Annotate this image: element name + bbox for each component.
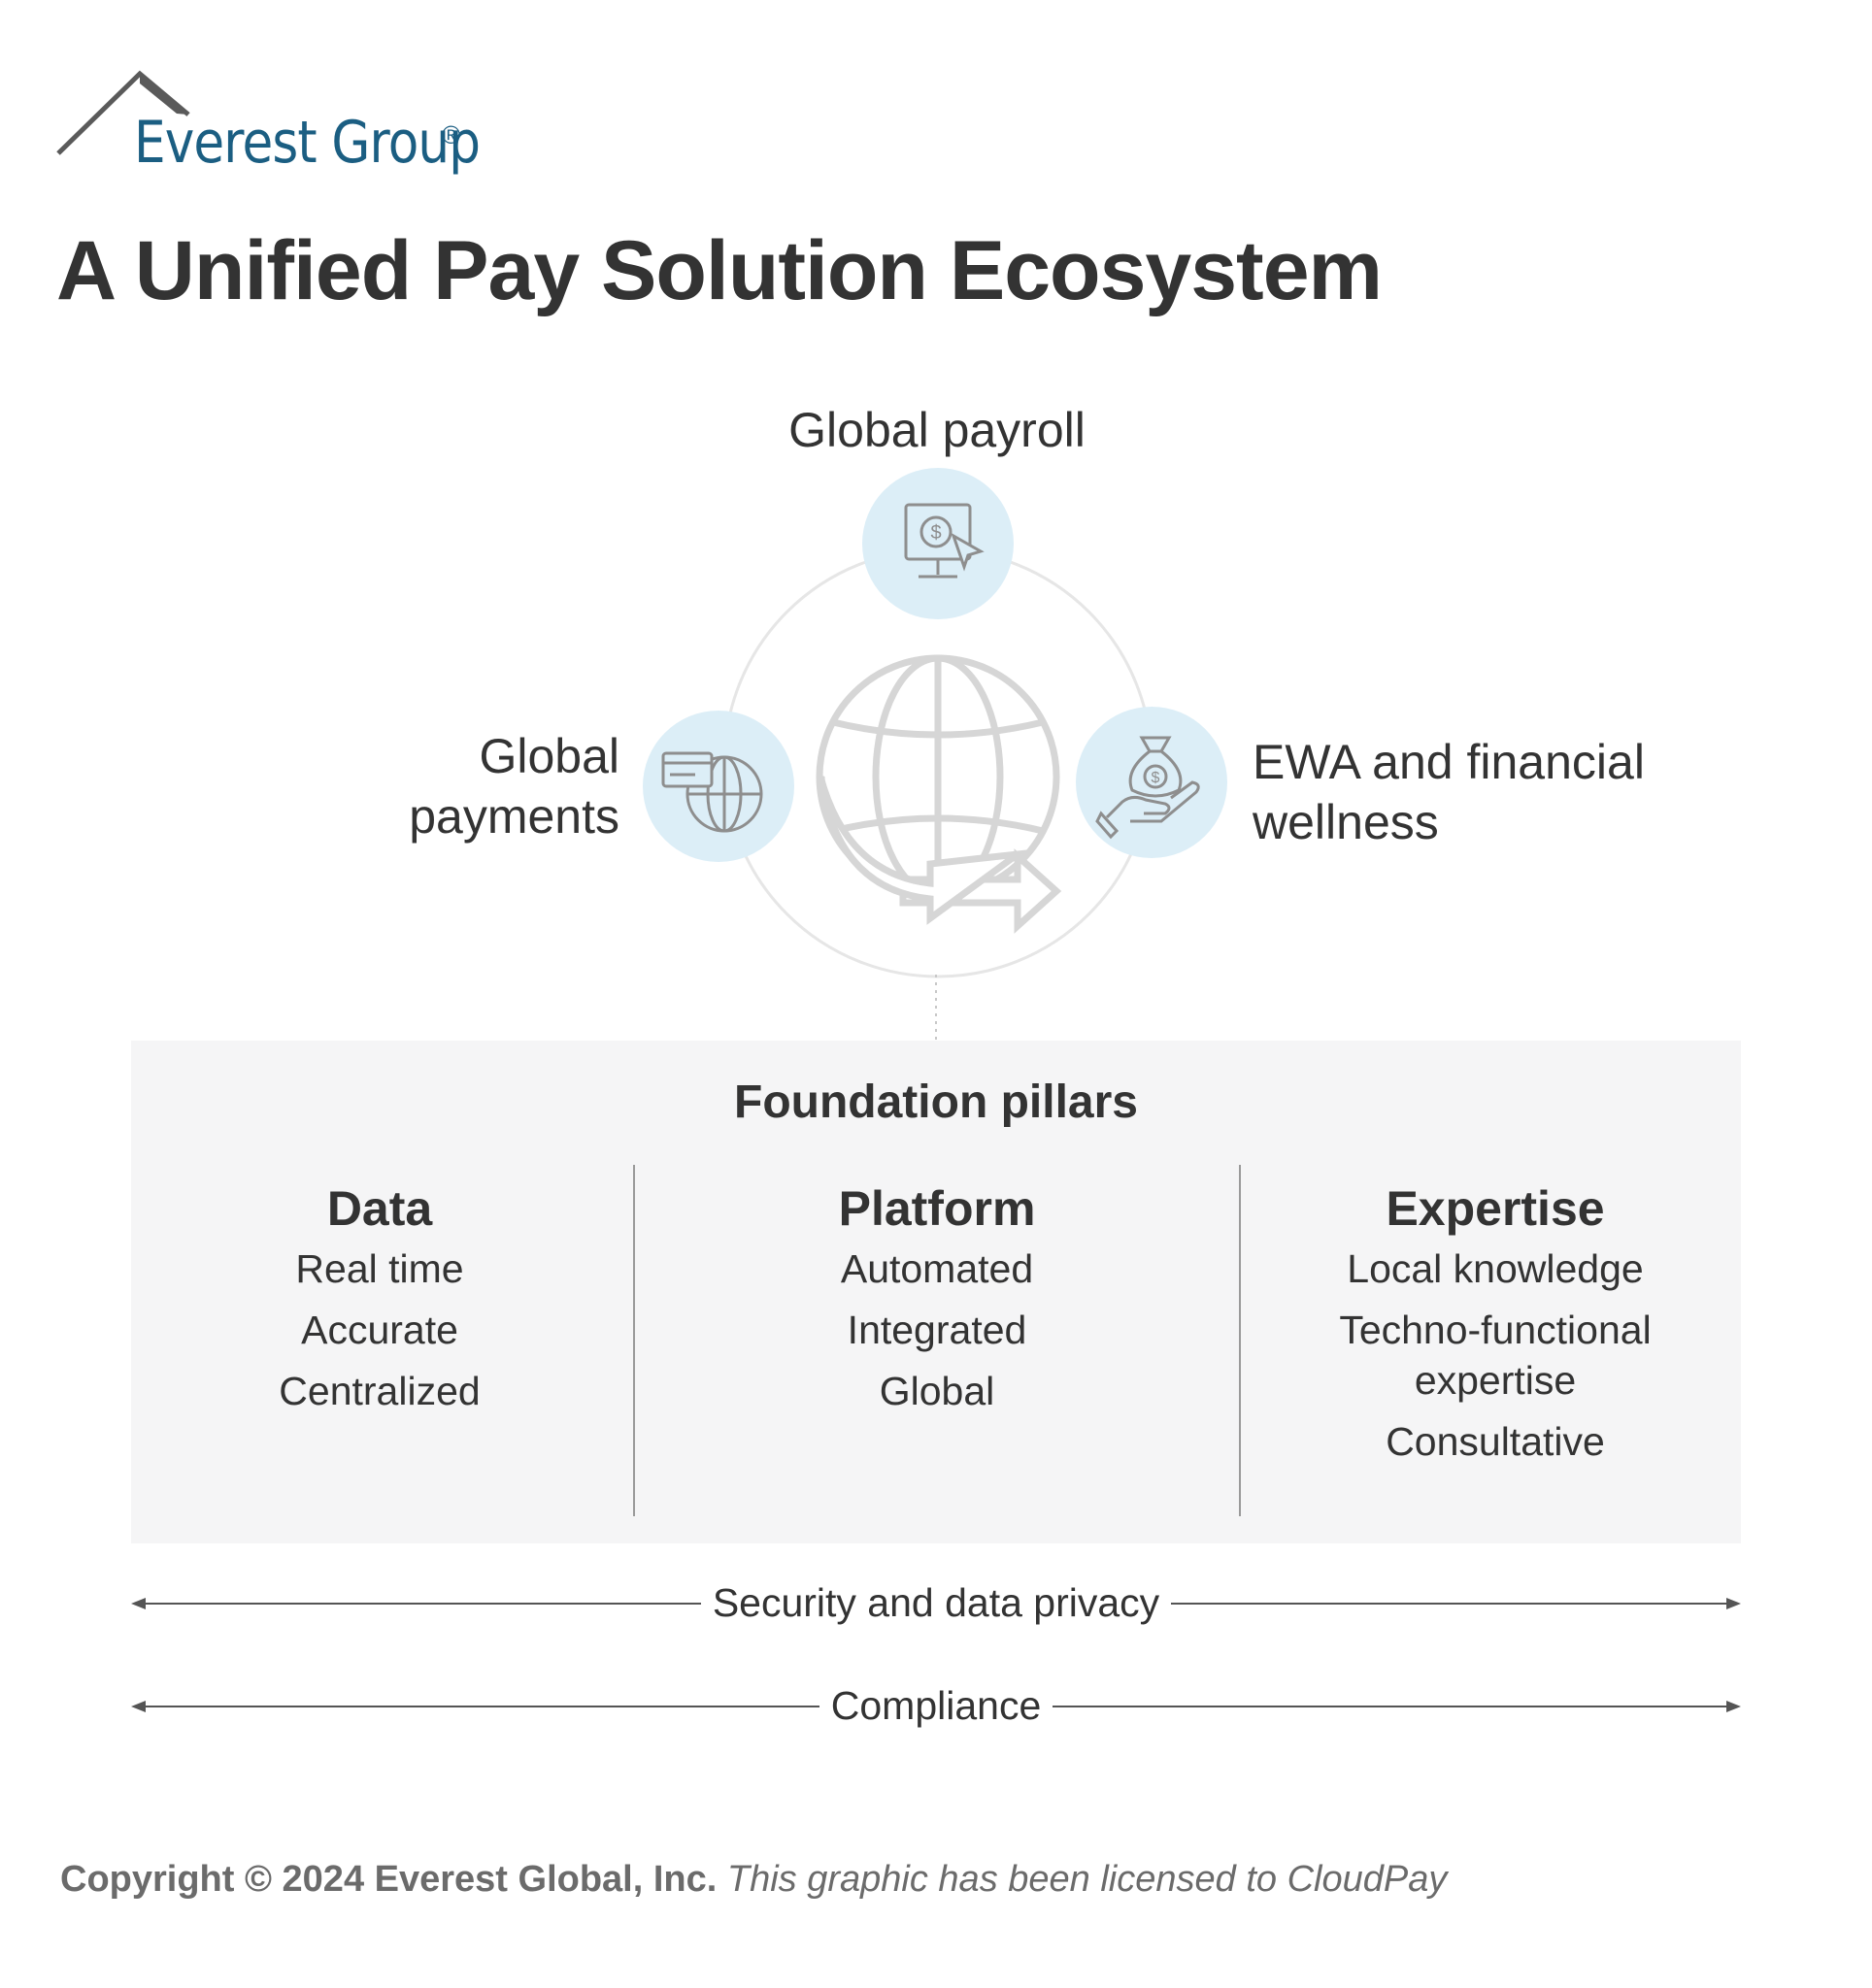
global-payments-node (643, 711, 794, 862)
compliance-label-text: Compliance (819, 1683, 1053, 1728)
security-label-text: Security and data privacy (700, 1580, 1172, 1625)
copyright-text: Copyright © 2024 Everest Global, Inc. (60, 1859, 718, 1900)
pillar-item: Accurate (301, 1308, 458, 1352)
pillar-item: Techno-functional expertise (1339, 1308, 1652, 1403)
page-title: A Unified Pay Solution Ecosystem (56, 224, 1383, 317)
everest-logo-roof (56, 70, 190, 155)
pillar-divider (1239, 1165, 1241, 1516)
pillar-divider (633, 1165, 635, 1516)
security-label: Security and data privacy (0, 1580, 1872, 1626)
pillar-item: Integrated (847, 1308, 1027, 1352)
global-payroll-node: $ (862, 468, 1014, 619)
label-line: Global (479, 729, 619, 783)
pillar-item: Consultative (1386, 1419, 1605, 1464)
footer: Copyright © 2024 Everest Global, Inc. Th… (60, 1859, 1447, 1901)
svg-text:$: $ (1152, 770, 1160, 786)
card-globe-icon (661, 751, 763, 833)
label-line: payments (409, 789, 619, 844)
pillar-item: Centralized (279, 1369, 481, 1413)
pillar-item: Automated (840, 1246, 1034, 1291)
pillar-title: Expertise (1386, 1181, 1605, 1236)
computer-dollar-cursor-icon: $ (904, 503, 985, 579)
globe-with-arrow-icon (816, 654, 1062, 934)
pillar-item: Real time (295, 1246, 464, 1291)
label-line: wellness (1253, 795, 1439, 849)
registered-mark: ® (442, 120, 461, 149)
ecosystem-cycle-diagram: $ $ (643, 468, 1227, 1041)
pillar-data: Data Real time Accurate Centralized (185, 1179, 574, 1427)
pillar-title: Platform (838, 1181, 1036, 1236)
label-ewa-financial-wellness: EWA and financial wellness (1253, 732, 1757, 852)
pillar-item: Local knowledge (1347, 1246, 1644, 1291)
logo-wordmark: Everest Group (134, 109, 481, 177)
pillar-platform: Platform Automated Integrated Global (743, 1179, 1131, 1427)
license-text: This graphic has been licensed to CloudP… (726, 1859, 1448, 1900)
ewa-financial-wellness-node: $ (1076, 707, 1227, 858)
label-line: EWA and financial (1253, 735, 1645, 789)
pillar-item: Global (879, 1369, 995, 1413)
foundation-pillars-panel (131, 1041, 1741, 1543)
compliance-label: Compliance (0, 1683, 1872, 1729)
pillar-title: Data (326, 1181, 433, 1236)
pillar-expertise: Expertise Local knowledge Techno-functio… (1301, 1179, 1689, 1477)
label-global-payroll: Global payroll (788, 403, 1086, 457)
svg-text:$: $ (930, 522, 941, 544)
pillars-heading: Foundation pillars (734, 1077, 1138, 1128)
money-bag-hand-icon: $ (1095, 736, 1200, 840)
label-global-payments: Global payments (320, 726, 619, 846)
